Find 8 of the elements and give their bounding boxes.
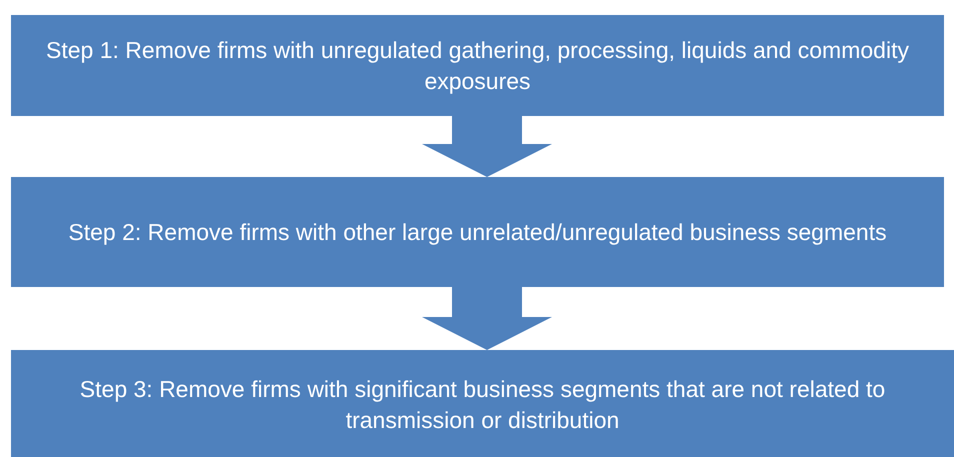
step-text: Step 2: Remove firms with other large unrelated/unregulated business segments xyxy=(68,218,887,247)
step-text: Step 3: Remove firms with significant business segments that are not related to transmission or distribution xyxy=(78,375,886,435)
process-box xyxy=(11,15,944,116)
process-box xyxy=(11,350,954,457)
block-arrow xyxy=(422,116,552,177)
block-arrow xyxy=(422,287,552,350)
process-box xyxy=(11,177,944,287)
step-text: Step 1: Remove firms with unregulated gathering, processing, liquids and commodity exposures xyxy=(45,36,910,96)
